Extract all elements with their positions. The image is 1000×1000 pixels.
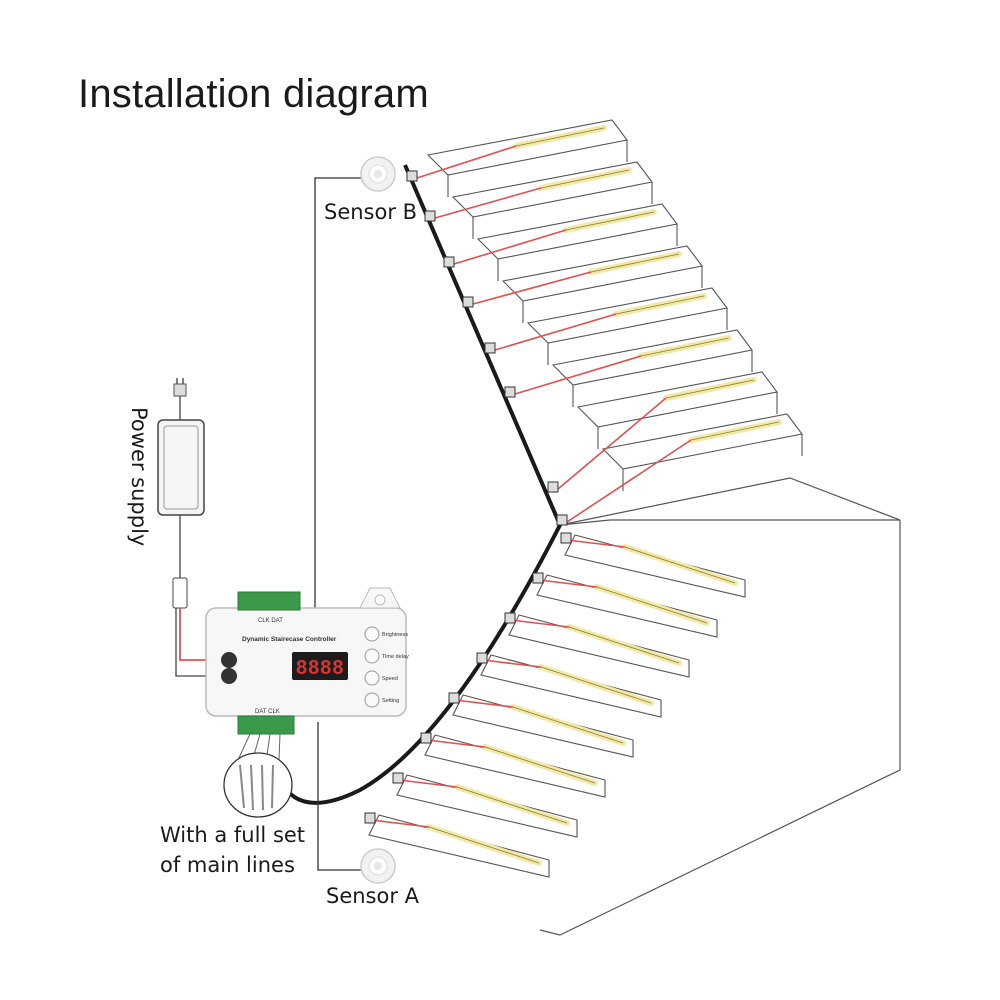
cable-connector (504, 386, 516, 398)
controller-button (364, 626, 380, 642)
led-strips (370, 125, 782, 866)
cable-connector (476, 652, 488, 664)
display-digits: 8888 (296, 657, 345, 679)
controller-name: Dynamic Stairecase Controller (242, 636, 337, 643)
top-terminal (237, 591, 301, 611)
page-title: Installation diagram (78, 72, 429, 116)
cable-connector (560, 532, 572, 544)
controller-button (364, 692, 380, 708)
top-terminal-label: CLK DAT (258, 618, 283, 624)
controller-button-label: Brightness (382, 632, 408, 638)
cable-connector (547, 481, 559, 493)
cable-connector (392, 772, 404, 784)
power-supply (157, 378, 214, 677)
bottom-terminal (237, 715, 295, 735)
cable-connector (532, 572, 544, 584)
cable-connector (420, 732, 432, 744)
landing (559, 477, 901, 526)
cable-connector (424, 210, 436, 222)
controller-button-label: Setting (382, 698, 399, 704)
controller-button-label: Speed (382, 676, 398, 682)
digit-display (292, 652, 348, 680)
sensor-b-wire (314, 177, 362, 622)
bottom-terminal-label: DAT CLK (255, 709, 280, 715)
staircase (368, 119, 901, 936)
cable-connector (462, 296, 474, 308)
sensor-a-wire (317, 722, 362, 871)
cable-connector (406, 170, 418, 182)
sensor-b (360, 156, 396, 192)
cable-connector (364, 812, 376, 824)
main-cable (278, 164, 563, 805)
controller-button-label: Time delay (382, 654, 409, 660)
controller: CLK DAT Dynamic Stairecase Controller 88… (205, 587, 409, 818)
cable-connector (448, 692, 460, 704)
main-lines-bundle (223, 752, 293, 818)
cable-connector (556, 514, 568, 526)
cable-connector (484, 342, 496, 354)
sensor-a (360, 848, 396, 884)
sensor-a-label: Sensor A (326, 884, 420, 908)
controller-button (364, 648, 380, 664)
cable-connector (443, 256, 455, 268)
main-lines-label: With a full set of main lines (160, 823, 306, 877)
sensor-b-label: Sensor B (324, 200, 418, 224)
connectors (364, 170, 572, 824)
controller-button (364, 670, 380, 686)
cable-connector (504, 612, 516, 624)
